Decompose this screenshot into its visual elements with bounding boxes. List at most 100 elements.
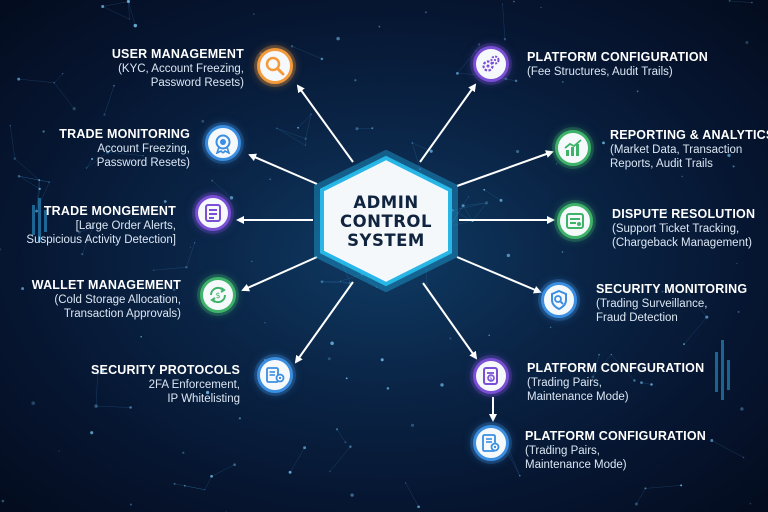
platform-confguration-title: PLATFORM CONFGURATION	[527, 361, 705, 375]
background-star	[742, 456, 745, 459]
background-star	[681, 175, 684, 178]
background-star	[488, 334, 490, 337]
magnifier-icon[interactable]	[257, 48, 293, 84]
background-star	[461, 204, 465, 208]
background-star	[591, 375, 595, 379]
background-network-line	[184, 485, 205, 490]
shield-search-icon[interactable]	[541, 282, 577, 318]
background-star	[129, 406, 132, 409]
background-star	[152, 269, 155, 272]
background-network-line	[472, 202, 487, 222]
security-protocols-desc-1: 2FA Enforcement,	[148, 379, 240, 391]
background-star	[615, 210, 618, 212]
security-protocols-desc-2: IP Whitelisting	[167, 393, 240, 405]
background-star	[610, 353, 612, 356]
background-network-line	[457, 50, 477, 74]
background-network-line	[97, 370, 104, 374]
connector-platform-confguration	[422, 282, 478, 360]
background-star	[96, 371, 100, 375]
background-star	[344, 441, 347, 444]
background-star	[13, 157, 17, 160]
platform-configuration-2-label: PLATFORM CONFIGURATION (Trading Pairs, M…	[525, 429, 706, 472]
background-star	[189, 246, 191, 248]
background-star	[185, 265, 188, 269]
document-gear-icon[interactable]	[473, 425, 509, 461]
background-network-line	[36, 180, 40, 212]
background-candle-bar	[715, 352, 718, 392]
background-network-line	[174, 483, 205, 490]
background-star	[745, 40, 749, 45]
platform-confguration-desc-1: (Trading Pairs,	[527, 377, 602, 389]
background-star	[740, 407, 744, 411]
background-star	[128, 18, 131, 20]
background-network-line	[321, 281, 341, 283]
platform-configuration-2-desc-2: Maintenance Mode)	[525, 459, 627, 471]
background-network-line	[305, 114, 312, 139]
background-network-line	[340, 273, 363, 282]
wallet-sync-icon[interactable]: $	[200, 277, 236, 313]
background-star	[336, 36, 340, 41]
background-star	[349, 445, 352, 448]
background-star	[21, 287, 25, 291]
background-star	[329, 470, 331, 473]
background-star	[345, 377, 348, 380]
background-network-line	[361, 274, 377, 288]
ticket-icon[interactable]	[557, 203, 593, 239]
trade-mongement-desc-1: [Large Order Alerts,	[75, 220, 176, 232]
background-network-line	[683, 316, 707, 345]
background-star	[297, 126, 300, 129]
background-star	[320, 57, 324, 61]
background-star	[72, 107, 76, 111]
badge-icon[interactable]	[205, 125, 241, 161]
background-star	[140, 335, 142, 338]
background-network-line	[95, 372, 98, 407]
background-star	[103, 113, 106, 116]
background-network-line	[54, 73, 63, 83]
gear-document-icon[interactable]	[257, 357, 293, 393]
background-network-line	[18, 175, 40, 190]
background-star	[502, 3, 504, 5]
document-icon[interactable]	[195, 195, 231, 231]
background-network-line	[18, 78, 55, 83]
background-candle-bar	[721, 340, 724, 400]
background-star	[85, 167, 88, 169]
background-network-line	[276, 128, 306, 139]
background-network-line	[336, 429, 346, 443]
background-star	[355, 127, 359, 131]
user-management-desc-2: Password Resets)	[150, 77, 244, 89]
background-network-line	[412, 142, 421, 170]
background-star	[77, 230, 81, 234]
trade-mongement-desc-2: Suspicious Activity Detection]	[26, 234, 176, 246]
background-network-line	[645, 485, 682, 489]
background-network-line	[475, 44, 480, 52]
connector-trade-monitoring	[248, 153, 318, 185]
background-network-line	[611, 354, 635, 381]
gears-icon[interactable]	[473, 46, 509, 82]
background-star	[549, 326, 552, 329]
background-star	[419, 168, 421, 170]
platform-configuration-2-title: PLATFORM CONFIGURATION	[525, 429, 706, 443]
background-network-line	[128, 1, 130, 20]
background-network-line	[153, 266, 187, 271]
background-star	[467, 196, 470, 198]
background-candle-bar	[32, 205, 35, 235]
trade-mongement-label: TRADE MONGEMENT [Large Order Alerts, Sus…	[26, 204, 176, 247]
background-star	[35, 209, 38, 213]
background-star	[737, 310, 740, 313]
background-star	[644, 487, 647, 490]
bar-chart-icon[interactable]	[555, 130, 591, 166]
background-star	[91, 157, 94, 161]
background-star	[58, 450, 60, 452]
background-star	[440, 383, 444, 387]
background-network-line	[211, 180, 232, 198]
coin-document-icon[interactable]: $	[473, 358, 509, 394]
security-monitoring-label: SECURITY MONITORING (Trading Surveillanc…	[596, 282, 747, 325]
reporting-analytics-desc-2: Reports, Audit Trails	[610, 158, 713, 170]
background-star	[386, 387, 390, 390]
background-star	[205, 390, 210, 395]
security-monitoring-desc-2: Fraud Detection	[596, 312, 678, 324]
background-network-line	[291, 46, 322, 60]
background-star	[478, 43, 481, 46]
user-management-title: USER MANAGEMENT	[111, 47, 244, 61]
